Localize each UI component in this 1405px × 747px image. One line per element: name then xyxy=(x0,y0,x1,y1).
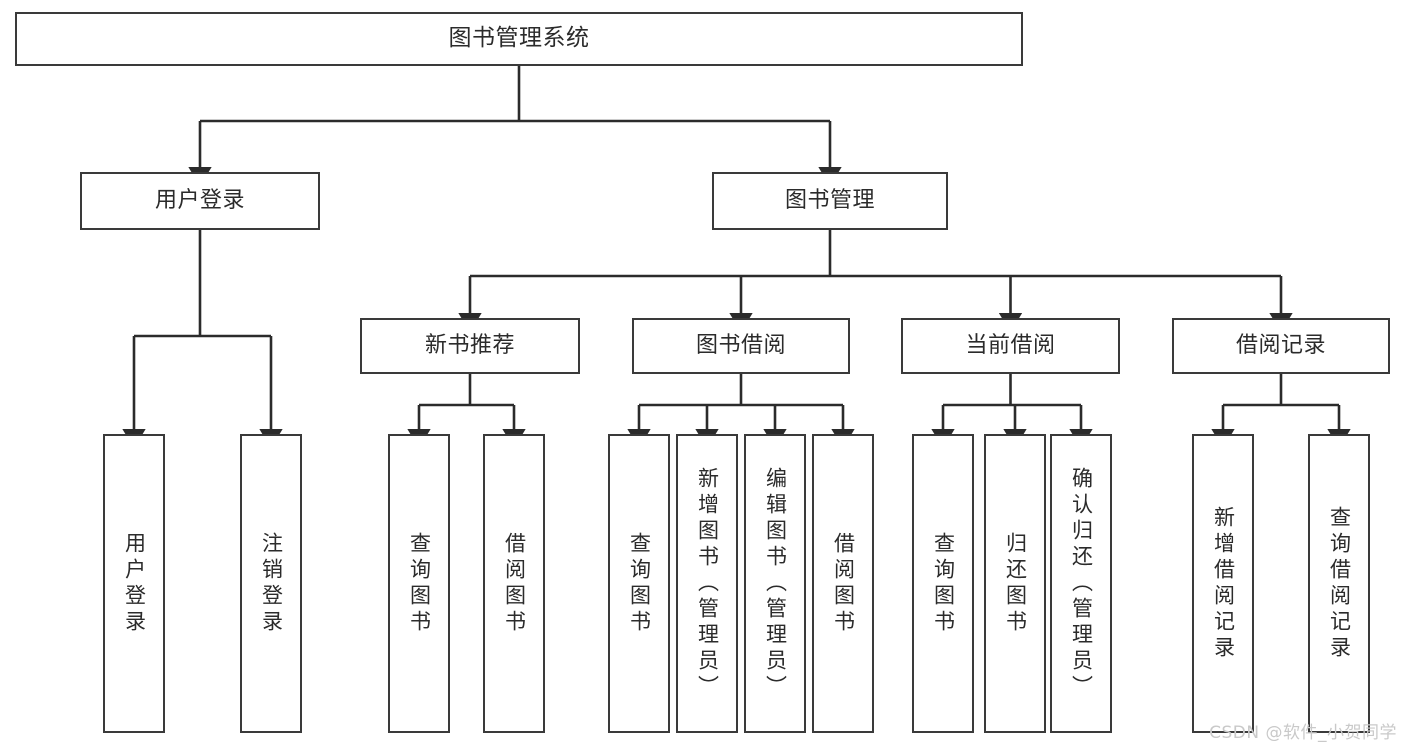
node-label: 借阅记录 xyxy=(1235,332,1326,358)
node-leaf9[interactable]: 查询图书 xyxy=(912,434,974,733)
node-label: 用户登录 xyxy=(154,187,245,213)
node-label: 查询图书 xyxy=(407,531,432,636)
node-label: 当前借阅 xyxy=(965,332,1056,358)
node-label: 查询图书 xyxy=(627,531,652,636)
node-bookmgmt[interactable]: 图书管理 xyxy=(712,172,948,230)
node-leaf11[interactable]: 确认归还（管理员） xyxy=(1050,434,1112,733)
node-leaf13[interactable]: 查询借阅记录 xyxy=(1308,434,1370,733)
node-label: 新书推荐 xyxy=(424,332,515,358)
node-login[interactable]: 用户登录 xyxy=(80,172,320,230)
node-root[interactable]: 图书管理系统 xyxy=(15,12,1023,66)
node-label: 编辑图书（管理员） xyxy=(763,466,788,701)
node-label: 查询借阅记录 xyxy=(1327,505,1352,662)
node-leaf10[interactable]: 归还图书 xyxy=(984,434,1046,733)
node-leaf2[interactable]: 注销登录 xyxy=(240,434,302,733)
node-borrow[interactable]: 图书借阅 xyxy=(632,318,850,374)
node-leaf7[interactable]: 编辑图书（管理员） xyxy=(744,434,806,733)
node-label: 借阅图书 xyxy=(502,531,527,636)
node-label: 查询图书 xyxy=(931,531,956,636)
node-label: 新增借阅记录 xyxy=(1211,505,1236,662)
node-label: 注销登录 xyxy=(259,531,284,636)
node-leaf1[interactable]: 用户登录 xyxy=(103,434,165,733)
node-leaf8[interactable]: 借阅图书 xyxy=(812,434,874,733)
node-leaf12[interactable]: 新增借阅记录 xyxy=(1192,434,1254,733)
node-leaf5[interactable]: 查询图书 xyxy=(608,434,670,733)
node-label: 用户登录 xyxy=(122,531,147,636)
node-leaf3[interactable]: 查询图书 xyxy=(388,434,450,733)
connector-lines xyxy=(122,66,1351,449)
node-newbook[interactable]: 新书推荐 xyxy=(360,318,580,374)
node-records[interactable]: 借阅记录 xyxy=(1172,318,1390,374)
node-label: 图书管理系统 xyxy=(448,25,590,52)
node-label: 图书管理 xyxy=(784,187,875,213)
node-leaf4[interactable]: 借阅图书 xyxy=(483,434,545,733)
node-label: 图书借阅 xyxy=(695,332,786,358)
node-leaf6[interactable]: 新增图书（管理员） xyxy=(676,434,738,733)
node-current[interactable]: 当前借阅 xyxy=(901,318,1120,374)
node-label: 借阅图书 xyxy=(831,531,856,636)
watermark: CSDN @软件_小贺同学 xyxy=(1209,723,1397,743)
node-label: 新增图书（管理员） xyxy=(695,466,720,701)
node-label: 确认归还（管理员） xyxy=(1069,466,1094,701)
node-label: 归还图书 xyxy=(1003,531,1028,636)
